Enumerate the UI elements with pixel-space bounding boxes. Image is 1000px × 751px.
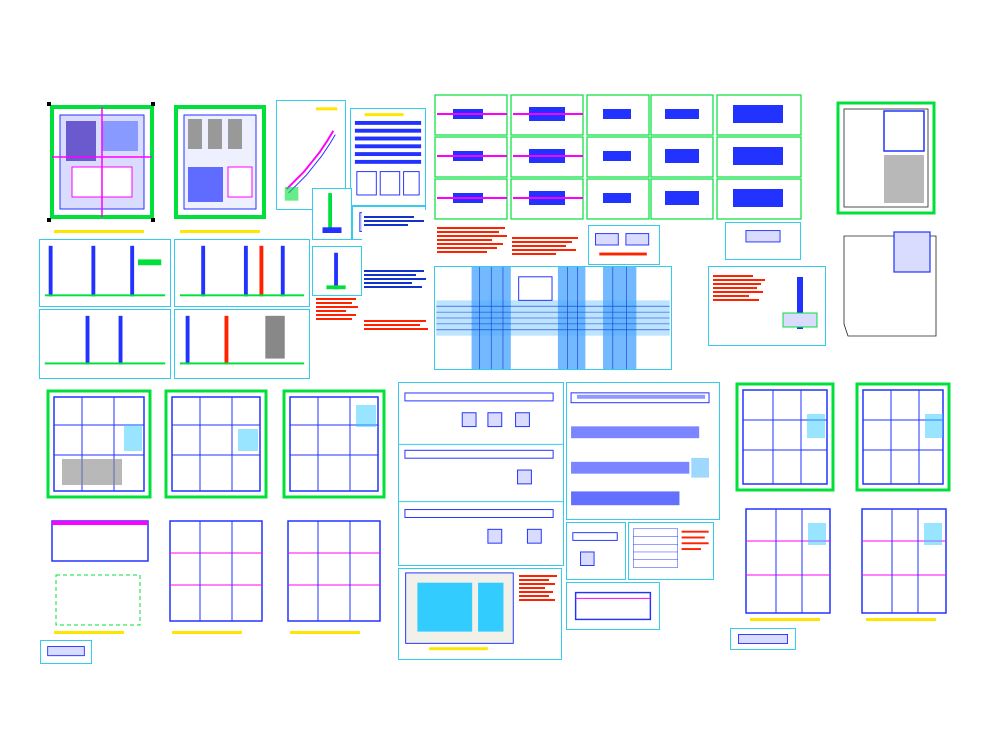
roof-plan-sheet: [832, 97, 942, 222]
column-sections-drawing: [179, 315, 305, 365]
foundation-plan-drawing: [174, 105, 266, 219]
framing-plan-drawing: [169, 520, 263, 622]
floor-plan-drawing: [282, 389, 386, 499]
cistern-section-sheet: [566, 582, 660, 630]
small-detail-sheet-right: [730, 628, 796, 650]
beam-elevations-sheet-1: [398, 382, 564, 566]
column-sections-sheet-c: [39, 309, 171, 379]
framing-plan-sheet-4: [740, 505, 835, 623]
tie-beam-detail-sheet: [566, 522, 626, 580]
lintel-detail-drawing: [745, 230, 781, 243]
column-detail-sheet: [588, 225, 660, 265]
anchor-detail-drawing: [326, 252, 346, 290]
beam-details-grid: [434, 94, 802, 220]
small-detail-sheet-left: [40, 640, 92, 664]
column-sections-sheet-d: [174, 309, 310, 379]
site-plan-sheet: [840, 228, 940, 346]
beam-details-grid-sheet: [433, 93, 803, 223]
wall-section-drawing: [322, 193, 342, 233]
rebar-schedule-table: [354, 113, 422, 196]
foundation-plan-sheet-2: [170, 97, 270, 237]
floor-plan-drawing: [855, 382, 951, 492]
specifications-sheet: [362, 210, 430, 350]
floor-plan-sheet-2: [160, 385, 272, 505]
column-sections-sheet-a: [39, 239, 171, 307]
framing-plan-drawing: [861, 508, 947, 614]
general-notes-red-2: [512, 235, 582, 257]
small-detail-drawing: [738, 634, 788, 644]
lintel-detail-sheet: [725, 222, 801, 260]
tie-beam-detail-drawing: [572, 532, 618, 566]
floor-plan-sheet-3: [278, 385, 390, 505]
schedule-table-drawing: [633, 528, 709, 568]
cistern-section-drawing: [574, 591, 652, 621]
floor-plan-drawing: [46, 389, 152, 499]
framing-plan-sheet-5: [856, 505, 951, 623]
framing-plan-sheet-1: [42, 515, 157, 635]
sheet-title-band: [866, 618, 936, 621]
column-detail-drawing: [782, 277, 818, 329]
floor-plan-sheet-5: [853, 378, 953, 498]
sheet-title-band: [180, 230, 260, 233]
column-detail-drawing: [595, 233, 650, 256]
framing-plan-sheet-3: [278, 515, 390, 635]
sheet-title-band: [172, 631, 242, 634]
schedule-table-sheet: [628, 522, 714, 580]
slab-reinforcement-sheet: [434, 266, 672, 370]
column-sections-drawing: [44, 315, 166, 365]
small-detail-drawing: [47, 646, 85, 657]
slab-reinforcement-drawing: [436, 267, 670, 369]
framing-plan-drawing: [51, 520, 149, 626]
beam-elevations-drawing: [570, 392, 710, 506]
beam-elevations-sheet-2: [566, 382, 720, 520]
pool-plan-drawing: [405, 572, 514, 651]
column-sections-sheet-b: [174, 239, 310, 307]
red-notes-left: [316, 296, 360, 322]
general-notes-red: [437, 225, 507, 255]
floor-plan-drawing: [735, 382, 835, 492]
framing-plan-sheet-2: [160, 515, 272, 635]
roof-plan-drawing: [836, 101, 936, 215]
staircase-notes-sheet: [708, 266, 826, 346]
floor-plan-drawing: [164, 389, 268, 499]
sheet-title-band: [54, 230, 144, 233]
sheet-title-band: [54, 631, 124, 634]
rebar-schedule-sheet: [350, 108, 426, 206]
beam-elevations-drawing: [399, 392, 563, 544]
floor-plan-sheet-1: [42, 385, 157, 505]
sheet-title-band: [750, 618, 820, 621]
wall-detail-sheet: [312, 188, 352, 240]
framing-plan-drawing: [287, 520, 381, 622]
pool-plan-sheet: [398, 568, 562, 660]
framing-plan-drawing: [745, 508, 831, 614]
site-plan-drawing: [843, 231, 937, 337]
anchor-detail-sheet: [312, 246, 362, 296]
floor-plan-sheet-4: [733, 378, 838, 498]
foundation-plan-sheet-1: [42, 97, 160, 237]
stair-section-drawing: [284, 107, 338, 201]
sheet-title-band: [290, 631, 360, 634]
foundation-plan-drawing: [47, 102, 155, 222]
column-sections-drawing: [44, 245, 166, 297]
column-sections-drawing: [179, 245, 305, 297]
